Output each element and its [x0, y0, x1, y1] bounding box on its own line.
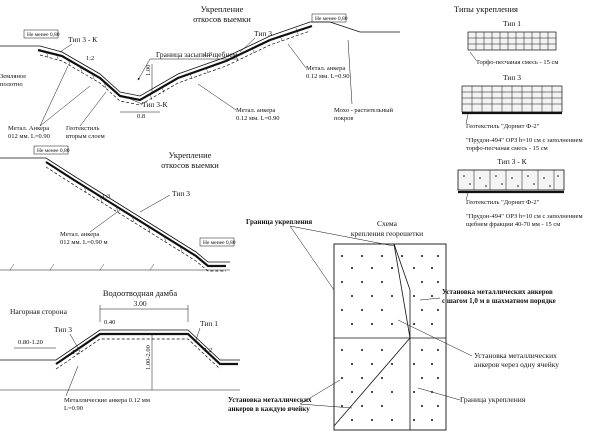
- top-anchor-mid-line1: Метал. анкера: [236, 107, 275, 114]
- scheme-frame: [333, 243, 447, 431]
- top-type3k-bottom: Тип 3-К: [142, 100, 169, 109]
- top-geotextile-line2: вторым слоем: [66, 133, 105, 140]
- drainage-dam-section: Водоотводная дамба 3.00 Нагорная сторона…: [0, 288, 240, 412]
- dam-type1: Тип 1: [200, 319, 218, 328]
- type3k-caption-line2: щебнем фракции 40-70 мм - 15 см: [466, 221, 560, 228]
- scheme-anchor-pattern-line2: с шагом 1,0 м в шахматном порядке: [442, 297, 556, 305]
- top-slope-a: 1:2: [86, 55, 94, 62]
- top-anchor-right-line2: 0.12 мм. L=0.90: [306, 73, 350, 80]
- top-roadbed-line1: Земляное: [0, 73, 26, 80]
- top-anchor-mid-line2: 0.12 мм. L=0.90: [236, 115, 280, 122]
- top-soil-line2: покров: [334, 115, 353, 122]
- top-not-less-left-box: [23, 29, 59, 39]
- dam-slope-right: 1:2: [204, 347, 212, 354]
- types-title: Типы укрепления: [454, 4, 518, 14]
- mid-geotextile-layer: [45, 166, 226, 272]
- top-type3: Тип 3: [254, 29, 272, 38]
- scheme-each-cell-line2: анкеров в каждую ячейку: [228, 405, 310, 413]
- top-slope-hatch: [45, 27, 299, 101]
- dam-reinforcement-layer: [55, 332, 238, 366]
- type1-caption: Торфо-песчаная смесь - 15 см: [476, 59, 558, 66]
- dam-title: Водоотводная дамба: [103, 288, 178, 298]
- mid-reinforcement-layer: [45, 161, 226, 268]
- mid-anchor-line1: Метал. анкера: [60, 231, 99, 238]
- type3-geotextile: Геотекстиль "Дорнит Ф-2": [466, 123, 540, 130]
- type3k-label: Тип 3 - К: [497, 157, 527, 166]
- top-geotextile-layer: [39, 30, 311, 106]
- type3k-layer: [457, 169, 565, 194]
- top-not-less-left: Не менее 0,80: [27, 32, 60, 38]
- dam-dim-height: 1.00-2.00: [145, 345, 152, 370]
- dam-anchor-line2: L=0.90: [64, 405, 83, 412]
- type1-layer: [467, 31, 557, 51]
- dam-ground-line: [0, 329, 240, 361]
- top-type3k-left: Тип 3 - К: [68, 35, 98, 44]
- scheme-boundary-top: Граница укрепления: [246, 218, 312, 226]
- scheme-every-other-line1: Установка металлических: [474, 351, 557, 360]
- type1-label: Тип 1: [503, 19, 521, 28]
- dam-dim-top: 0.40: [104, 319, 115, 326]
- mid-type3: Тип 3: [172, 189, 190, 198]
- type3-label: Тип 3: [503, 73, 521, 82]
- top-title-line2: откосов выемки: [193, 14, 251, 24]
- mid-slope: 1:3: [102, 193, 110, 200]
- dam-width: 3.00: [133, 299, 146, 308]
- top-geotextile-line1: Геотекстиль: [66, 125, 99, 132]
- scheme-boundary-bottom: Граница укрепления: [460, 395, 526, 404]
- dam-upland-side: Нагорная сторона: [10, 307, 68, 316]
- top-boundary-label: Граница засыпки щебнем: [156, 50, 238, 59]
- cut-slope-section-top: Укрепление откосов выемки Не менее 0,80 …: [0, 4, 400, 140]
- mid-not-less-bottom: Не менее 0,80: [203, 240, 236, 246]
- scheme-every-other-line2: анкеров через одну ячейку: [474, 360, 559, 369]
- top-title-line1: Укрепление: [201, 4, 244, 14]
- dam-dim-left: 0.80-1.20: [18, 339, 43, 346]
- top-not-less-right-box: [311, 13, 347, 23]
- top-dim-b: 1.00: [145, 65, 152, 76]
- top-anchor-right-line1: Метал. анкера: [306, 65, 345, 72]
- mid-title-line2: откосов выемки: [161, 160, 219, 170]
- mid-ground-line: [0, 157, 230, 263]
- dam-slope-left: 1:2: [72, 349, 80, 356]
- mid-not-less-bottom-box: [199, 237, 235, 247]
- top-anchor-left-line2: 012 мм. L=0.90: [8, 133, 50, 140]
- mid-not-less-top-box: [33, 145, 69, 155]
- top-dim-a: 0.8: [137, 113, 145, 120]
- mid-anchor-line2: 012 мм. L=0.90 м: [60, 239, 108, 246]
- dam-anchor-line1: Металлические анкера 0.12 мм: [64, 397, 150, 404]
- top-not-less-right: Не менее 0,80: [315, 16, 348, 22]
- geogrid-scheme: Схема крепления георешетки Граница укреп…: [228, 218, 559, 431]
- top-roadbed-line2: полотно: [0, 81, 23, 88]
- reinforcement-types: Типы укрепления Тип 1 Торфо-песчаная сме…: [454, 4, 583, 228]
- type3-caption-line2: торфо-песчаная смесь - 15 см: [466, 145, 548, 152]
- type3k-geotextile: Геотекстиль "Дорнит Ф-2": [466, 199, 540, 206]
- dam-geotextile-layer: [55, 338, 221, 370]
- type3-layer: [461, 85, 563, 115]
- scheme-anchor-pattern-line1: Установка металлических анкеров: [442, 288, 553, 296]
- mid-title-line1: Укрепление: [169, 150, 212, 160]
- top-reinforcement-layer: [37, 24, 313, 102]
- mid-slope-hatch: [83, 185, 183, 253]
- top-soil-line1: Мохо - растительный: [334, 107, 393, 114]
- dam-type3: Тип 3: [54, 325, 72, 334]
- mid-not-less-top: Не менее 0,80: [37, 148, 70, 154]
- top-anchor-left-line1: Метал. Анкера: [8, 125, 49, 132]
- top-slope-b: 1:3: [204, 51, 212, 58]
- cut-slope-section-middle: Укрепление откосов выемки Не менее 0,80 …: [0, 145, 236, 272]
- scheme-anchor-dots: [341, 255, 439, 421]
- scheme-title-line1: Схема: [377, 219, 398, 228]
- scheme-each-cell-line1: Установка металлических: [228, 396, 312, 404]
- type3k-caption-line1: "Прудон-494" ОРЗ h=10 см с заполнением: [466, 213, 583, 220]
- scheme-title-line2: крепления георешетки: [351, 229, 423, 238]
- type3-caption-line1: "Прудон-494" ОРЗ h=10 см с заполнением: [466, 137, 583, 144]
- mid-ground-hatch: [9, 263, 155, 271]
